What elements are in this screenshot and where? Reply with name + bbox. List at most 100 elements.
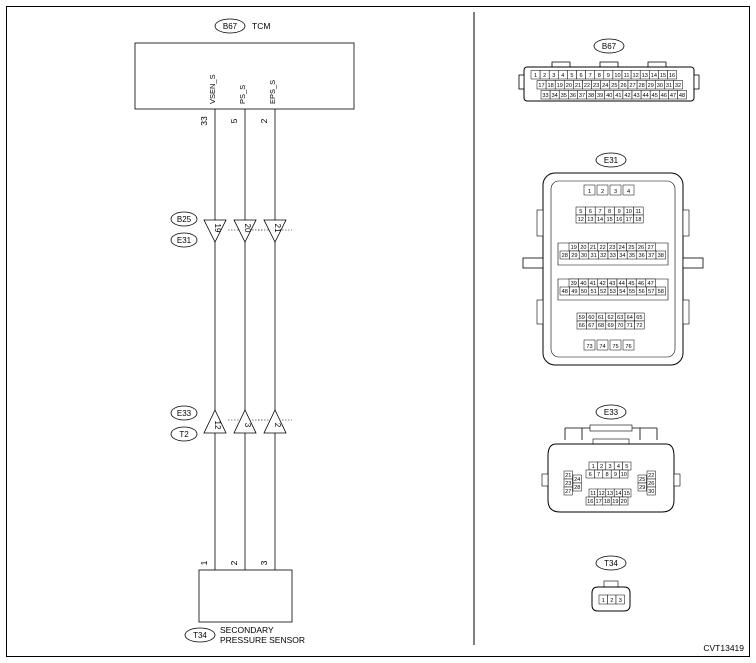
e31-pin-label: 68 [598, 323, 604, 329]
e31-pin-cell [622, 339, 635, 351]
inline1-pin-eps-s: 21 [273, 224, 282, 233]
e33-latch [589, 424, 633, 432]
e33-right-ear [673, 473, 681, 487]
inline2-pin-eps-s: 2 [273, 423, 282, 428]
b67-pin-label: 8 [598, 73, 601, 79]
b67-pin-label: 47 [670, 93, 676, 99]
inline1-lower-label: E31 [177, 236, 192, 245]
e33-pin-label: 22 [648, 473, 654, 479]
e31-pin-label: 21 [590, 245, 596, 251]
e31-pin-label: 34 [619, 253, 625, 259]
e33-pin-label: 23 [565, 481, 571, 487]
e33-pin-label: 27 [565, 489, 571, 495]
sensor-connector-label: T34 [193, 631, 207, 640]
e31-pin-label: 51 [590, 289, 596, 295]
e31-pin-cell [596, 184, 609, 196]
inline2-upper-badge [170, 405, 198, 421]
tcm-connector-label: B67 [223, 22, 238, 31]
e31-right-guide-2 [682, 299, 690, 325]
t34-pin-label: 3 [619, 598, 622, 604]
b67-pin-label: 6 [579, 73, 582, 79]
b67-pin-label: 37 [579, 93, 585, 99]
t34-latch [603, 580, 619, 588]
b67-pin-label: 36 [570, 93, 576, 99]
diagram-id: CVT13419 [703, 643, 744, 653]
t34-view-badge [595, 555, 627, 571]
e31-pin-label: 33 [610, 253, 616, 259]
e33-pin-label: 12 [598, 491, 604, 497]
e31-pin-label: 44 [619, 281, 625, 287]
e31-pin-label: 7 [598, 209, 601, 215]
e31-pin-label: 41 [590, 281, 596, 287]
e31-pin-label: 27 [647, 245, 653, 251]
e31-pin-label: 66 [579, 323, 585, 329]
e33-pin-label: 6 [589, 472, 592, 478]
e31-pin-label: 50 [581, 289, 587, 295]
b67-pin-label: 30 [657, 83, 663, 89]
e33-pin-label: 16 [587, 499, 593, 505]
b67-pin-label: 45 [652, 93, 658, 99]
sensor-name-line1: SECONDARY [220, 625, 274, 635]
b67-pin-label: 5 [570, 73, 573, 79]
e33-pin-label: 25 [639, 477, 645, 483]
t34-pin-label: 2 [610, 598, 613, 604]
e33-pin-label: 1 [592, 464, 595, 470]
inline1-lower-badge [170, 232, 198, 248]
secondary-pressure-sensor: 1 2 3 T34 SECONDARY PRESSURE SENSOR [184, 560, 305, 645]
e31-pin-label: 14 [597, 217, 603, 223]
e33-pin-label: 7 [597, 472, 600, 478]
e33-pin-label: 20 [621, 499, 627, 505]
b67-pin-label: 14 [651, 73, 657, 79]
e31-pin-label: 37 [648, 253, 654, 259]
e31-pin-label: 9 [618, 209, 621, 215]
inline-connector-b25-e31: 19 20 21 B25 E31 [170, 211, 287, 248]
b67-pin-label: 13 [642, 73, 648, 79]
e31-pin-label: 17 [626, 217, 632, 223]
e31-pin-label: 58 [658, 289, 664, 295]
e31-pin-label: 64 [627, 315, 633, 321]
signal-name-eps-s: EPS_S [268, 80, 277, 104]
e31-pin-label: 23 [609, 245, 615, 251]
b67-pin-label: 10 [614, 73, 620, 79]
b67-pin-label: 40 [606, 93, 612, 99]
e33-view-label: E33 [604, 408, 619, 417]
e31-pin-label: 46 [638, 281, 644, 287]
e31-pin-label: 75 [612, 344, 618, 350]
e31-pin-cell [655, 286, 666, 296]
e33-pin-label: 30 [648, 489, 654, 495]
e31-pin-label: 61 [598, 315, 604, 321]
e31-pin-cell [596, 339, 609, 351]
e31-pin-label: 10 [626, 209, 632, 215]
e33-pin-label: 29 [639, 485, 645, 491]
b67-pin-label: 46 [661, 93, 667, 99]
sensor-pin-vsen-s: 1 [199, 560, 209, 565]
e33-pin-cell [619, 496, 629, 506]
e31-pin-label: 18 [635, 217, 641, 223]
b67-pin-label: 4 [561, 73, 564, 79]
e33-pin-label: 28 [574, 485, 580, 491]
tcm-signal-labels: VSEN_S PS_S EPS_S 33 5 2 [199, 74, 277, 125]
e31-pin-label: 65 [636, 315, 642, 321]
e31-right-lock [682, 257, 704, 269]
inline1-upper-label: B25 [177, 215, 192, 224]
tcm-name: TCM [252, 21, 270, 31]
e31-pin-label: 69 [607, 323, 613, 329]
e31-pin-label: 38 [658, 253, 664, 259]
e31-pin-label: 73 [586, 344, 592, 350]
e31-pin-label: 70 [617, 323, 623, 329]
e31-pin-label: 24 [619, 245, 625, 251]
e31-pin-cell [609, 184, 622, 196]
b67-left-ear [518, 74, 525, 90]
b67-pin-label: 42 [624, 93, 630, 99]
tcm-unit: B67 TCM [134, 18, 355, 110]
e31-outer-housing [542, 172, 684, 366]
inline2-triangle-2 [233, 409, 257, 434]
e31-inner-housing [550, 180, 676, 358]
e33-pin-label: 10 [621, 472, 627, 478]
inline1-pin-vsen-s: 19 [213, 224, 222, 233]
b67-pin-cell [673, 80, 683, 90]
